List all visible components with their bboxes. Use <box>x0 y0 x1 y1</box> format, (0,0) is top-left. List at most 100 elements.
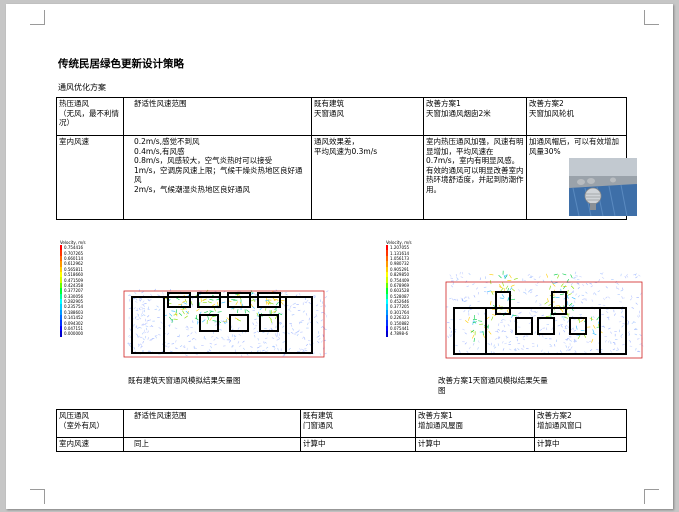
velocity-vector <box>138 298 140 302</box>
velocity-vector <box>460 276 464 278</box>
velocity-vector <box>196 308 200 312</box>
velocity-vector <box>145 325 149 327</box>
velocity-vector <box>612 348 616 351</box>
velocity-vector <box>280 299 285 302</box>
velocity-vector <box>605 296 608 299</box>
velocity-vector <box>150 338 153 341</box>
legend-swatch <box>386 315 388 321</box>
velocity-vector <box>529 289 532 292</box>
table-cell: 改善方案1 天窗加通风烟囱2米 <box>423 97 527 136</box>
velocity-vector <box>577 283 580 286</box>
velocity-vector <box>567 337 570 340</box>
velocity-vector <box>505 335 508 338</box>
velocity-vector <box>287 332 290 335</box>
velocity-vector <box>214 343 217 346</box>
velocity-vector <box>263 341 265 344</box>
legend-entry: 4.7898-6 <box>386 331 412 337</box>
velocity-vector <box>464 320 469 324</box>
legend-label: 0.905291 <box>390 266 410 272</box>
velocity-vector <box>509 274 512 279</box>
velocity-vector <box>279 322 283 325</box>
legend-swatch <box>60 266 62 272</box>
velocity-vector <box>452 282 454 285</box>
legend-swatch <box>60 325 62 332</box>
velocity-vector <box>313 296 316 299</box>
velocity-vector <box>321 311 324 314</box>
legend-label: 1.056173 <box>390 255 410 261</box>
velocity-vector <box>638 274 641 277</box>
velocity-vector <box>638 314 641 317</box>
velocity-vector <box>580 329 585 332</box>
velocity-vector <box>569 340 573 342</box>
velocity-vector <box>502 282 504 287</box>
velocity-vector <box>140 315 144 317</box>
velocity-vector <box>188 340 192 342</box>
velocity-vector <box>498 274 502 279</box>
velocity-vector <box>136 313 140 316</box>
velocity-vector <box>257 337 259 341</box>
velocity-vector <box>565 349 569 352</box>
velocity-vector <box>326 290 329 293</box>
velocity-vector <box>608 317 610 321</box>
legend-label: 0.301764 <box>390 309 410 315</box>
velocity-vector <box>509 319 512 323</box>
legend-entry: 1.131614 <box>386 250 412 256</box>
velocity-vector <box>204 311 209 313</box>
velocity-vector <box>468 272 471 276</box>
velocity-vector <box>544 337 548 340</box>
velocity-vector <box>504 342 507 345</box>
velocity-vector <box>272 310 277 313</box>
legend-swatch <box>386 320 388 326</box>
velocity-vector <box>182 346 186 349</box>
velocity-vector <box>148 299 152 301</box>
velocity-vector <box>290 324 293 327</box>
legend-label: 0.754409 <box>390 277 410 283</box>
legend-entry: 0.226323 <box>386 315 412 321</box>
velocity-vector <box>147 330 149 334</box>
velocity-vector <box>528 322 532 324</box>
legend-entry: 0.754416 <box>60 245 86 251</box>
velocity-vector <box>292 303 295 306</box>
velocity-vector <box>139 343 143 346</box>
legend-label: 1.207055 <box>390 245 410 251</box>
velocity-vector <box>541 335 544 338</box>
velocity-vector <box>320 319 323 322</box>
velocity-vector <box>305 343 309 346</box>
legend-label: 0.047151 <box>64 326 84 332</box>
velocity-vector <box>127 342 130 345</box>
velocity-vector <box>493 346 497 349</box>
velocity-vector <box>158 334 161 336</box>
velocity-vector <box>581 294 585 296</box>
velocity-vector <box>487 291 489 295</box>
velocity-vector <box>278 312 283 316</box>
velocity-vector <box>479 277 481 281</box>
velocity-vector <box>176 335 180 338</box>
velocity-vector <box>464 342 467 345</box>
velocity-vector <box>317 335 320 338</box>
velocity-vector <box>524 292 527 295</box>
velocity-vector <box>190 332 193 335</box>
velocity-vector <box>273 298 278 302</box>
velocity-vector <box>322 334 324 337</box>
velocity-vector <box>280 312 284 315</box>
legend-swatch <box>386 261 388 267</box>
legend-swatch <box>60 331 62 337</box>
velocity-vector <box>275 343 278 347</box>
velocity-vector <box>267 332 269 335</box>
velocity-vector <box>207 315 209 320</box>
velocity-vector <box>617 347 619 350</box>
velocity-vector <box>202 298 207 302</box>
velocity-vector <box>237 341 240 344</box>
velocity-vector <box>240 301 242 306</box>
velocity-vector <box>221 336 224 339</box>
velocity-vector <box>192 320 194 323</box>
legend-label: 0.660114 <box>64 255 84 261</box>
velocity-vector <box>566 312 569 317</box>
velocity-vector <box>472 342 475 346</box>
velocity-vector <box>574 351 577 354</box>
legend-label: 0.471509 <box>64 277 84 283</box>
velocity-vector <box>320 305 323 307</box>
velocity-vector <box>237 319 241 322</box>
velocity-vector <box>580 301 584 304</box>
